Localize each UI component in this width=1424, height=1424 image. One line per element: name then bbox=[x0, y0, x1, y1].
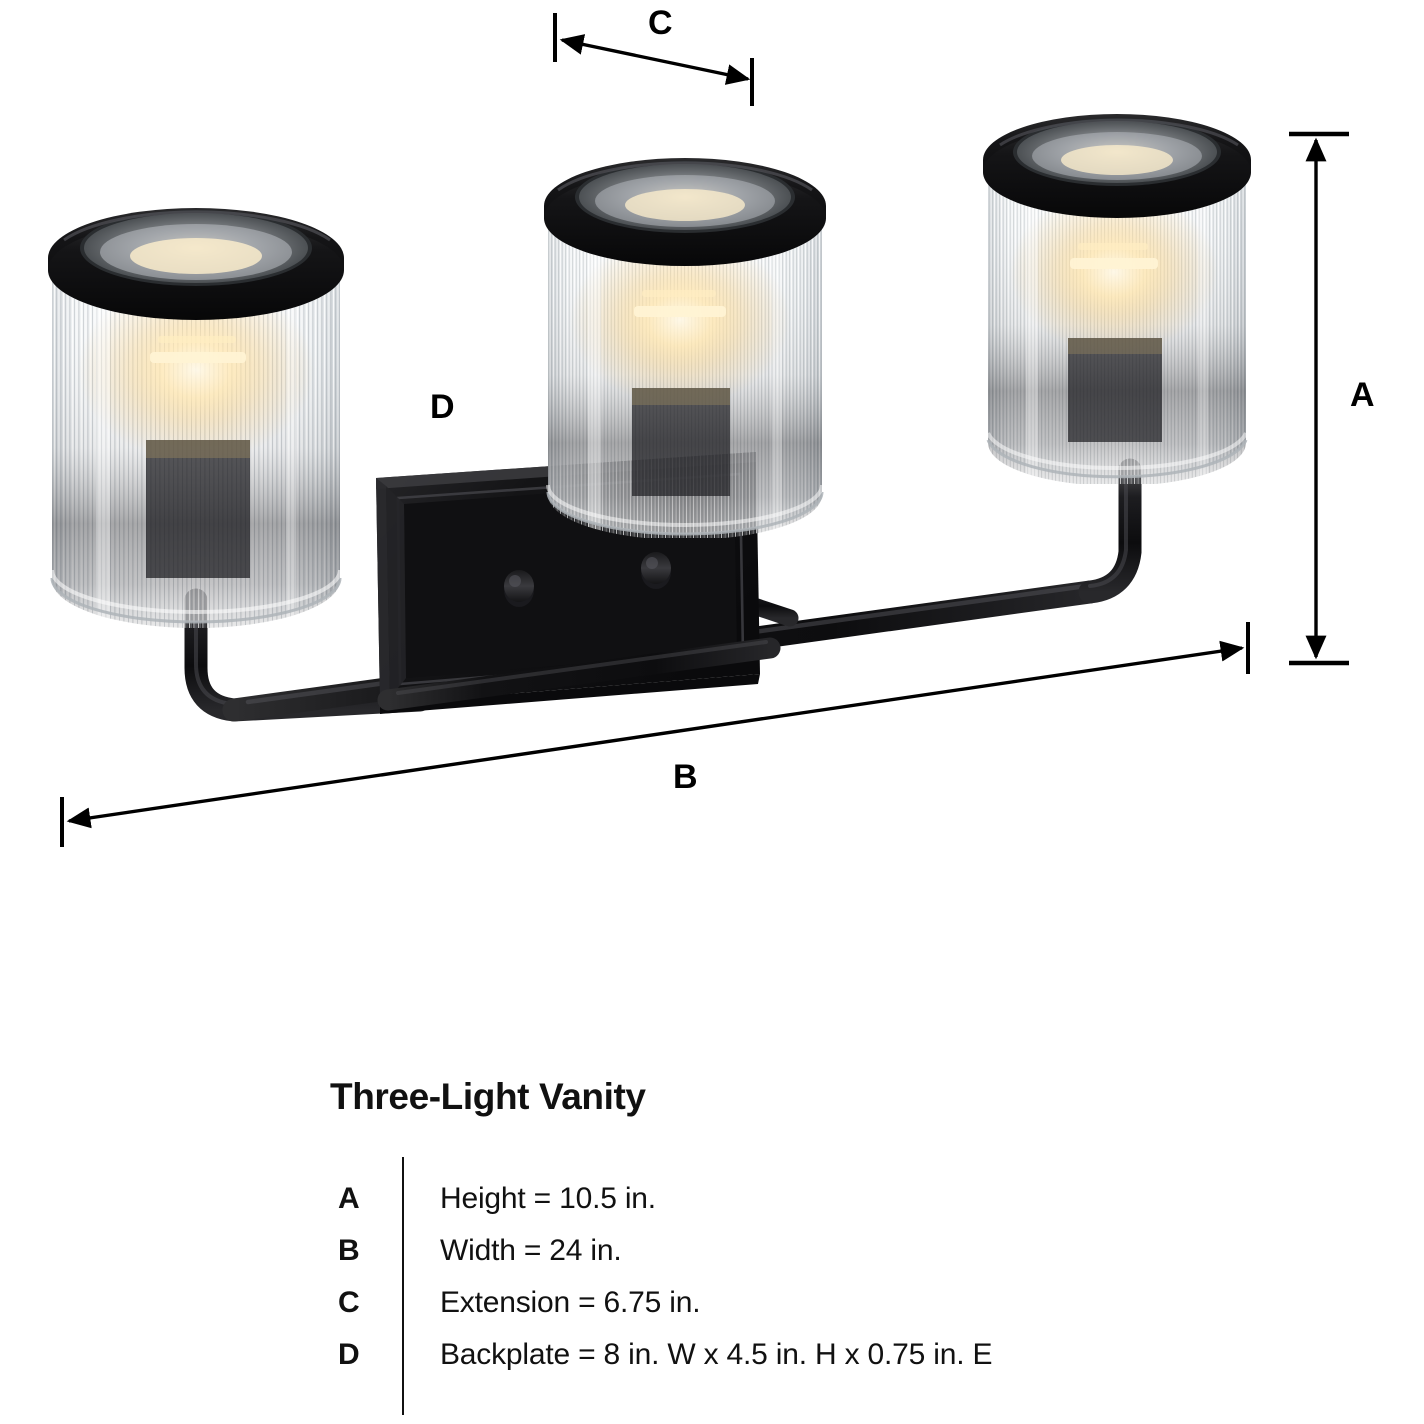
table-row: B Width = 24 in. bbox=[330, 1225, 992, 1277]
dimension-spec-table: A Height = 10.5 in. B Width = 24 in. C E… bbox=[330, 1157, 993, 1415]
spec-key: C bbox=[338, 1286, 360, 1319]
table-row: C Extension = 6.75 in. bbox=[330, 1277, 992, 1329]
spec-value: Width = 24 in. bbox=[440, 1234, 622, 1267]
table-row: D Backplate = 8 in. W x 4.5 in. H x 0.75… bbox=[330, 1329, 993, 1381]
vertical-divider bbox=[402, 1157, 404, 1415]
spec-value: Extension = 6.75 in. bbox=[440, 1286, 701, 1319]
table-row: A Height = 10.5 in. bbox=[330, 1157, 992, 1415]
spec-key: A bbox=[338, 1182, 360, 1215]
spec-divider bbox=[402, 1157, 412, 1415]
page-title: Three-Light Vanity bbox=[330, 1076, 646, 1117]
dimension-label-c: C bbox=[648, 4, 673, 42]
dimension-label-b: B bbox=[673, 758, 698, 796]
spec-key: D bbox=[338, 1338, 360, 1371]
spec-value: Backplate = 8 in. W x 4.5 in. H x 0.75 i… bbox=[440, 1338, 993, 1371]
spec-value: Height = 10.5 in. bbox=[440, 1182, 656, 1215]
spec-key: B bbox=[338, 1234, 360, 1267]
specification-block: Three-Light Vanity A Height = 10.5 in. B… bbox=[330, 1076, 1230, 1415]
dimension-label-d: D bbox=[430, 388, 455, 426]
dimension-label-a: A bbox=[1350, 376, 1375, 414]
glass-shade-left bbox=[48, 208, 344, 628]
glass-shade-right bbox=[983, 114, 1251, 484]
glass-shade-middle bbox=[544, 158, 826, 538]
